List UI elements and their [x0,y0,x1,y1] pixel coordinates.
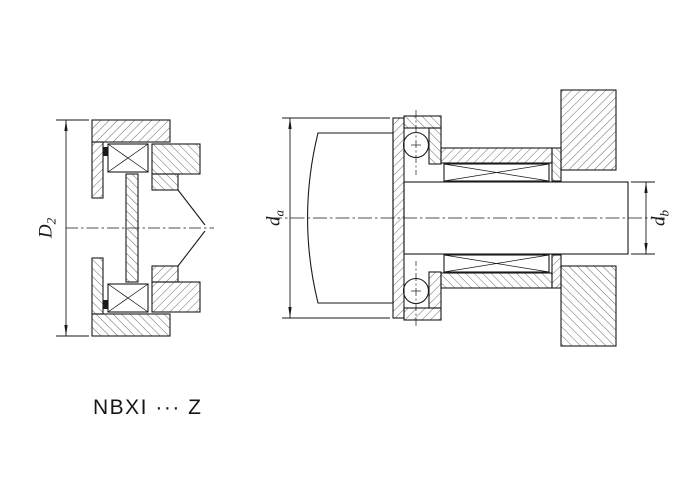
left-view-lower-half-mirror [91,230,206,337]
needle-outer-ring [440,147,553,164]
cup-closed-end [551,147,562,182]
left-view [56,119,214,337]
dimension-d2 [56,119,89,337]
drawing-caption: NBXI ··· Z [93,396,203,419]
cup-outer-ring [91,119,171,143]
centering-cone-line [177,189,206,226]
inner-ring-step [151,173,179,191]
needle-roller-section [107,143,149,173]
dimension-letter: D [35,224,57,239]
right-view-lower-half-mirror [402,254,617,347]
left-view-upper-half [91,119,206,226]
dimension-da [282,117,390,319]
dimension-letter: d [648,216,670,227]
housing-block [560,89,617,171]
thrust-shaft-washer [392,117,405,319]
roller-diagonal [443,163,550,182]
dimension-label-db: db [648,210,672,227]
roller-diagonal [107,143,149,173]
dimension-letter: d [263,216,285,227]
dimension-label-d2: D2 [35,217,59,239]
thrust-housing-washer [428,127,442,165]
dimension-db [631,181,655,255]
needle-rollers [443,163,550,182]
inner-ring-block [151,143,201,175]
cover-bar [403,115,442,129]
shaft-large-cylinder [306,132,394,304]
dimension-subscript: b [656,210,672,217]
dimension-subscript: 2 [43,217,59,225]
dimension-subscript: a [271,210,287,217]
right-view-upper-half [402,89,617,182]
thrust-washer-plate [125,173,139,283]
dimension-label-da: da [263,210,287,227]
right-view [268,89,664,347]
shaft-small-diameter [403,181,629,255]
cup-flange [91,141,104,199]
seal [103,147,108,156]
